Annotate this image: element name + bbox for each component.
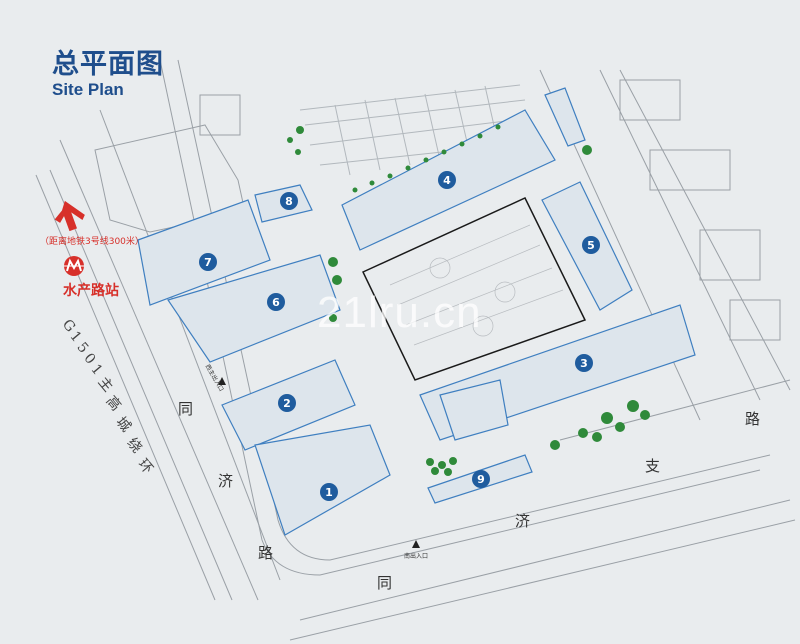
building-number-1: 1 bbox=[325, 486, 333, 499]
building-east-strip bbox=[544, 87, 586, 147]
building-number-8: 8 bbox=[285, 195, 293, 208]
building-marker bbox=[472, 470, 490, 488]
building-marker bbox=[438, 171, 456, 189]
trees bbox=[287, 124, 650, 476]
road-label-char: 同 bbox=[377, 574, 393, 592]
road-label-char: 支 bbox=[645, 457, 661, 475]
tree-row-top bbox=[352, 124, 501, 193]
building-number-6: 6 bbox=[272, 296, 280, 309]
metro-logo-icon bbox=[64, 256, 84, 276]
building-marker bbox=[278, 394, 296, 412]
central-courtyard bbox=[361, 197, 587, 381]
building-7-outline bbox=[137, 199, 271, 306]
building-number-2: 2 bbox=[283, 397, 291, 410]
page-subtitle: Site Plan bbox=[52, 80, 124, 99]
building-6-outline bbox=[167, 254, 341, 363]
building-marker bbox=[582, 236, 600, 254]
metro-station-name: 水产路站 bbox=[63, 283, 119, 299]
building-annex-outline bbox=[439, 379, 509, 441]
building-marker bbox=[320, 483, 338, 501]
building-number-7: 7 bbox=[204, 256, 212, 269]
road-label-char: 同 bbox=[178, 400, 194, 418]
building-markers: 1 2 3 4 5 6 7 8 9 bbox=[199, 171, 600, 501]
entrance-markers bbox=[218, 377, 420, 548]
road-label-char: 济 bbox=[515, 512, 531, 530]
building-marker bbox=[575, 354, 593, 372]
metro-distance-note: （距离地铁3号线300米） bbox=[40, 237, 144, 247]
building-number-3: 3 bbox=[580, 357, 588, 370]
south-entrance-label: 南出入口 bbox=[404, 553, 429, 560]
building-marker bbox=[267, 293, 285, 311]
road-label-char: 济 bbox=[218, 472, 234, 490]
road-label-char: 路 bbox=[258, 544, 274, 562]
building-number-9: 9 bbox=[477, 473, 485, 486]
building-marker bbox=[199, 253, 217, 271]
page-title: 总平面图 bbox=[52, 49, 164, 80]
road-label-char: 路 bbox=[745, 410, 761, 428]
building-marker bbox=[280, 192, 298, 210]
building-1-outline bbox=[254, 424, 391, 536]
direction-arrow-icon bbox=[54, 200, 85, 232]
building-number-4: 4 bbox=[443, 174, 451, 187]
building-number-5: 5 bbox=[587, 239, 595, 252]
